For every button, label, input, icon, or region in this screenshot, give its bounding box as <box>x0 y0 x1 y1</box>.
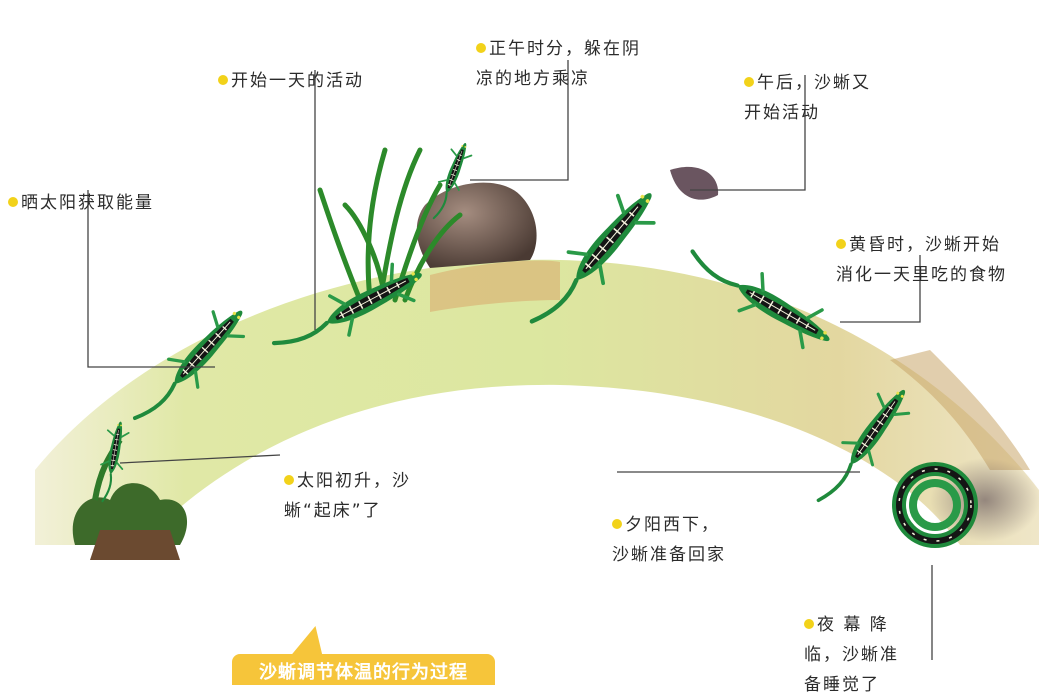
rock <box>670 166 719 200</box>
label-night-text: 夜 幕 降 临，沙蜥准 备睡觉了 <box>804 615 899 695</box>
day-arc-band <box>35 259 1039 545</box>
bullet-icon <box>284 475 294 485</box>
lizard-behavior-diagram <box>35 60 1039 660</box>
bullet-icon <box>836 239 846 249</box>
bullet-icon <box>8 197 18 207</box>
label-noon: 正午时分，躲在阴 凉的地方乘凉 <box>476 4 641 94</box>
label-sunset-text: 夕阳西下， 沙蜥准备回家 <box>612 515 726 565</box>
label-dusk-text: 黄昏时，沙蜥开始 消化一天里吃的食物 <box>836 235 1007 285</box>
caption-title: 沙蜥调节体温的行为过程 <box>259 662 468 683</box>
label-start: 开始一天的活动 <box>218 36 364 96</box>
sand-patch <box>890 350 1030 470</box>
label-bask: 晒太阳获取能量 <box>8 158 154 218</box>
label-start-text: 开始一天的活动 <box>231 71 364 91</box>
lizard-curled-sleeping <box>892 462 978 548</box>
leader-lines <box>87 60 933 660</box>
label-sunrise: 太阳初升，沙 蜥“起床”了 <box>284 436 464 526</box>
bullet-icon <box>218 75 228 85</box>
label-sunset: 夕阳西下， 沙蜥准备回家 <box>612 480 726 570</box>
caption-box: 沙蜥调节体温的行为过程 <box>232 654 495 685</box>
rock <box>416 182 537 268</box>
label-bask-text: 晒太阳获取能量 <box>21 193 154 213</box>
label-afternoon-text: 午后，沙蜥又 开始活动 <box>744 73 871 123</box>
sand-patch <box>430 260 560 312</box>
label-sunrise-text: 太阳初升，沙 蜥“起床”了 <box>284 471 411 521</box>
label-noon-text: 正午时分，躲在阴 凉的地方乘凉 <box>476 39 641 89</box>
bullet-icon <box>612 519 622 529</box>
bullet-icon <box>744 77 754 87</box>
bullet-icon <box>476 43 486 53</box>
label-afternoon: 午后，沙蜥又 开始活动 <box>744 38 871 128</box>
label-night: 夜 幕 降 临，沙蜥准 备睡觉了 <box>804 580 929 700</box>
bush <box>72 438 188 560</box>
bullet-icon <box>804 619 814 629</box>
label-dusk: 黄昏时，沙蜥开始 消化一天里吃的食物 <box>836 200 1007 290</box>
